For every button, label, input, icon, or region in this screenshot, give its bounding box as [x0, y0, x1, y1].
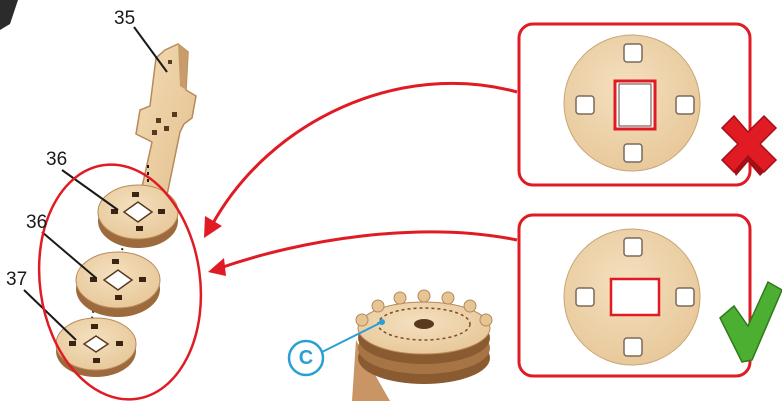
label-part-37: 37 — [6, 269, 28, 290]
label-part-36-lower: 36 — [26, 212, 48, 233]
part-35-bracket — [135, 43, 197, 207]
part-36-disc-lower — [75, 251, 161, 317]
callout-label-c: C — [298, 347, 314, 369]
label-part-36-upper: 36 — [46, 149, 68, 170]
arrow-from-right — [219, 230, 518, 270]
leader-line-37 — [23, 289, 77, 341]
leader-line-36-lower — [41, 231, 97, 279]
panel-right — [517, 213, 752, 378]
corner-decoration — [0, 0, 18, 30]
part-37-disc — [55, 317, 137, 377]
callout-leader — [321, 321, 383, 353]
arrow-from-wrong — [210, 81, 518, 226]
check-icon — [719, 280, 782, 363]
highlight-ellipse — [37, 163, 203, 401]
leader-line-36-upper — [61, 169, 119, 211]
label-part-35: 35 — [114, 8, 136, 29]
leader-line-35 — [133, 26, 168, 73]
part-36-disc-upper — [97, 184, 179, 248]
panel-wrong — [517, 22, 752, 187]
callout-circle — [287, 339, 325, 377]
cross-icon — [720, 114, 778, 176]
gear-assembly — [352, 289, 493, 401]
